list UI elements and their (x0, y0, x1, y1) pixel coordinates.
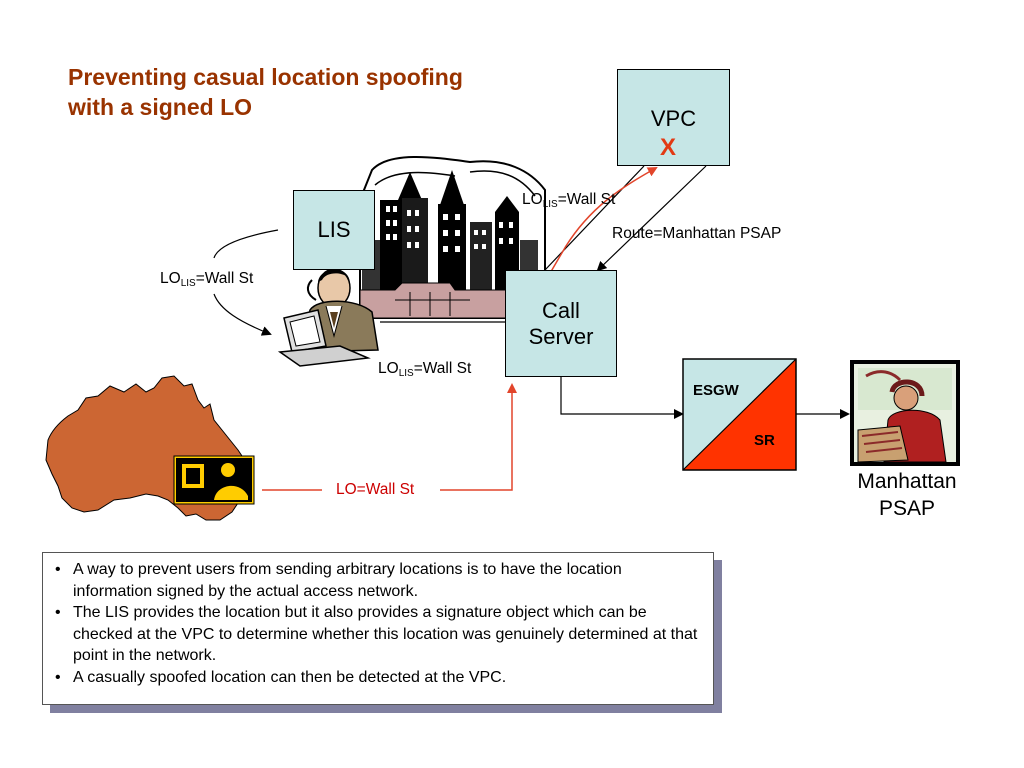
vpc-box: VPC (617, 69, 730, 166)
call-server-box: Call Server (505, 270, 617, 377)
esgw-label: ESGW (693, 382, 739, 399)
vpc-to-callserver-arrow (596, 165, 707, 272)
vpc-reject-mark: X (660, 134, 677, 161)
lo-lis-label-bottom: LOLIS=Wall St (378, 360, 471, 379)
psap-operator-icon (850, 360, 960, 466)
psap-label-line-2: PSAP (878, 497, 936, 520)
bullet-icon: • (55, 668, 61, 686)
slide-title: Preventing casual location spoofing with… (68, 62, 588, 122)
sr-label: SR (754, 432, 775, 449)
notes-item-text: A casually spoofed location can then be … (73, 668, 507, 686)
lo-sub: LIS (398, 368, 414, 379)
vpc-label: VPC (650, 106, 697, 131)
lo-lis-label-top: LOLIS=Wall St (522, 191, 615, 210)
lo-suffix: =Wall St (195, 270, 254, 287)
notes-item: • A casually spoofed location can then be… (53, 667, 703, 689)
psap-label: Manhattan PSAP (842, 468, 972, 522)
lo-suffix: =Wall St (557, 191, 616, 208)
lo-sub: LIS (180, 278, 196, 289)
callserver-to-vpc-line (544, 165, 645, 271)
lo-prefix: LO (160, 270, 181, 287)
notes-list: • A way to prevent users from sending arb… (53, 559, 703, 688)
user-at-laptop-icon (277, 268, 379, 367)
psap-label-line-1: Manhattan (857, 470, 957, 493)
lo-plain-label: LO=Wall St (336, 481, 415, 498)
call-server-label-2: Server (528, 323, 594, 349)
lo-prefix: LO (522, 191, 543, 208)
notes-item-text: The LIS provides the location but it als… (73, 604, 698, 664)
spoof-line-right (440, 383, 517, 491)
route-label: Route=Manhattan PSAP (612, 225, 782, 242)
lis-label: LIS (317, 217, 351, 242)
bullet-icon: • (55, 604, 61, 621)
lis-box: LIS (293, 190, 375, 270)
lo-prefix: LO (378, 360, 399, 377)
remote-user-icon (173, 455, 255, 505)
title-line-2: with a signed LO (68, 94, 253, 120)
lo-suffix: =Wall St (413, 360, 472, 377)
city-skyline-icon (359, 156, 546, 319)
lis-curve-top (213, 229, 279, 259)
call-server-label-1: Call (542, 297, 580, 323)
title-line-1: Preventing casual location spoofing (68, 64, 463, 90)
notes-item: • The LIS provides the location but it al… (53, 602, 703, 667)
lis-to-user-arrow (213, 293, 272, 336)
notes-box: • A way to prevent users from sending arb… (42, 552, 714, 705)
callserver-to-esgw-arrow (560, 377, 684, 419)
esgw-sr-box (682, 358, 797, 471)
lo-lis-label-left: LOLIS=Wall St (160, 270, 253, 289)
bullet-icon: • (55, 561, 61, 578)
lo-sub: LIS (542, 199, 558, 210)
notes-item-text: A way to prevent users from sending arbi… (73, 561, 622, 600)
notes-item: • A way to prevent users from sending arb… (53, 559, 703, 602)
